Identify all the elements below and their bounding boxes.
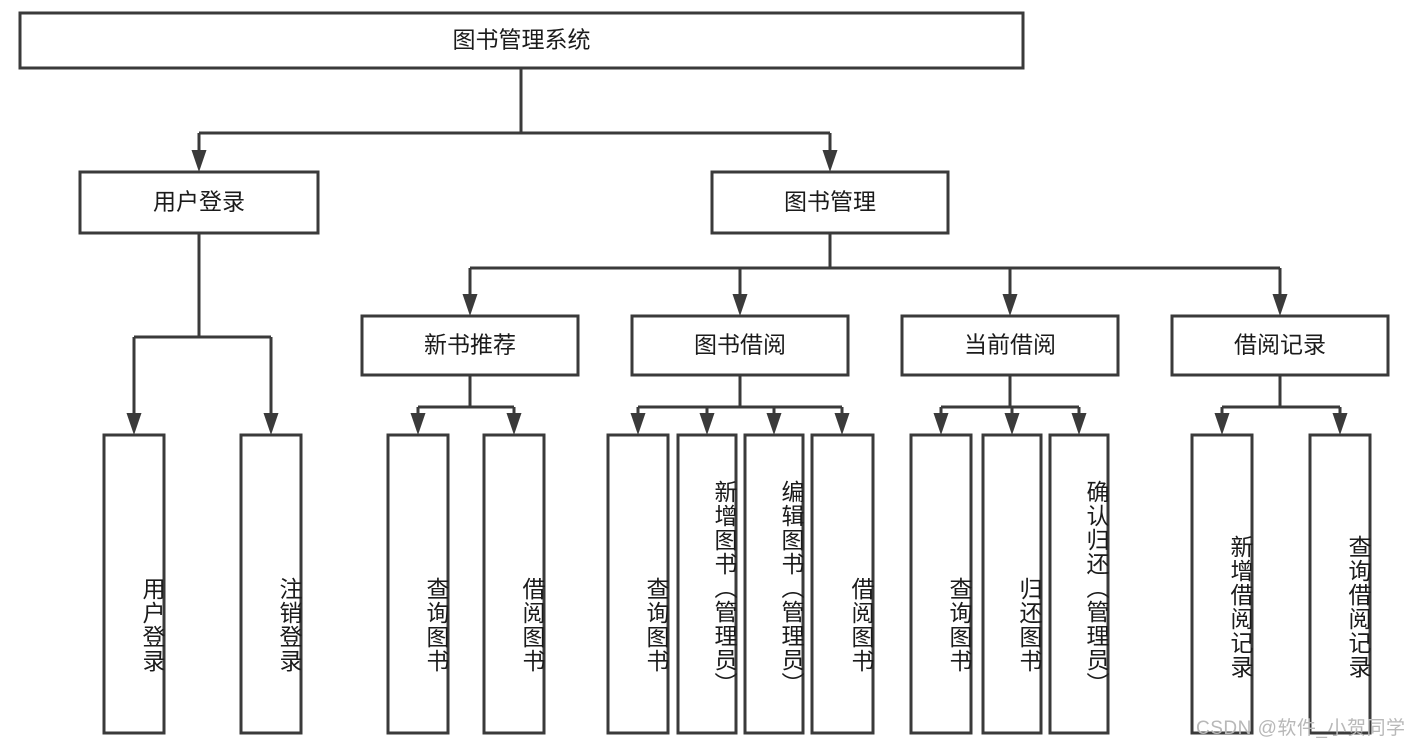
arrowhead-icon bbox=[732, 294, 748, 316]
boxes-layer bbox=[18, 11, 1390, 735]
node-box-leaf-return-book[interactable] bbox=[981, 433, 1043, 735]
node-box-leaf-borrow-book-2[interactable] bbox=[810, 433, 875, 735]
node-label-user-login: 用户登录 bbox=[153, 189, 245, 215]
node-box-leaf-edit-book-admin[interactable] bbox=[743, 433, 805, 735]
node-label-borrow-record: 借阅记录 bbox=[1234, 332, 1326, 358]
arrowhead-icon bbox=[263, 413, 279, 435]
node-label-current-borrow: 当前借阅 bbox=[964, 332, 1056, 358]
node-label-new-book-recommend: 新书推荐 bbox=[424, 332, 516, 358]
arrowhead-icon bbox=[766, 413, 782, 435]
arrowhead-icon bbox=[1272, 294, 1288, 316]
node-box-leaf-query-book-3[interactable] bbox=[909, 433, 973, 735]
arrowhead-icon bbox=[699, 413, 715, 435]
arrowhead-icon bbox=[1004, 413, 1020, 435]
node-box-book-manage[interactable] bbox=[710, 170, 950, 235]
node-label-book-manage: 图书管理 bbox=[784, 189, 876, 215]
arrowhead-icon bbox=[1332, 413, 1348, 435]
node-box-leaf-query-borrow-record[interactable] bbox=[1308, 433, 1372, 735]
arrowhead-icon bbox=[1214, 413, 1230, 435]
arrowhead-icon bbox=[822, 150, 838, 172]
connectors-layer bbox=[126, 68, 1348, 435]
arrowhead-icon bbox=[1002, 294, 1018, 316]
node-box-leaf-borrow-book-1[interactable] bbox=[482, 433, 546, 735]
node-box-leaf-confirm-return-admin[interactable] bbox=[1048, 433, 1110, 735]
node-box-borrow-record[interactable] bbox=[1170, 314, 1390, 377]
node-box-leaf-query-book-1[interactable] bbox=[386, 433, 450, 735]
node-box-new-book-recommend[interactable] bbox=[360, 314, 580, 377]
watermark-text: CSDN @软件_小贺同学 bbox=[1196, 718, 1405, 739]
node-box-leaf-add-borrow-record[interactable] bbox=[1190, 433, 1254, 735]
node-box-leaf-query-book-2[interactable] bbox=[606, 433, 670, 735]
arrowhead-icon bbox=[834, 413, 850, 435]
node-label-book-borrow: 图书借阅 bbox=[694, 332, 786, 358]
node-box-leaf-add-book-admin[interactable] bbox=[676, 433, 738, 735]
node-box-leaf-logout-login[interactable] bbox=[239, 433, 303, 735]
node-label-root: 图书管理系统 bbox=[453, 27, 591, 53]
node-box-leaf-user-login[interactable] bbox=[102, 433, 166, 735]
arrowhead-icon bbox=[1071, 413, 1087, 435]
arrowhead-icon bbox=[191, 150, 207, 172]
arrowhead-icon bbox=[630, 413, 646, 435]
node-box-book-borrow[interactable] bbox=[630, 314, 850, 377]
arrowhead-icon bbox=[506, 413, 522, 435]
arrowhead-icon bbox=[933, 413, 949, 435]
node-box-root[interactable] bbox=[18, 11, 1025, 70]
arrowhead-icon bbox=[410, 413, 426, 435]
node-box-user-login[interactable] bbox=[78, 170, 320, 235]
node-box-current-borrow[interactable] bbox=[900, 314, 1120, 377]
arrowhead-icon bbox=[126, 413, 142, 435]
arrowhead-icon bbox=[462, 294, 478, 316]
